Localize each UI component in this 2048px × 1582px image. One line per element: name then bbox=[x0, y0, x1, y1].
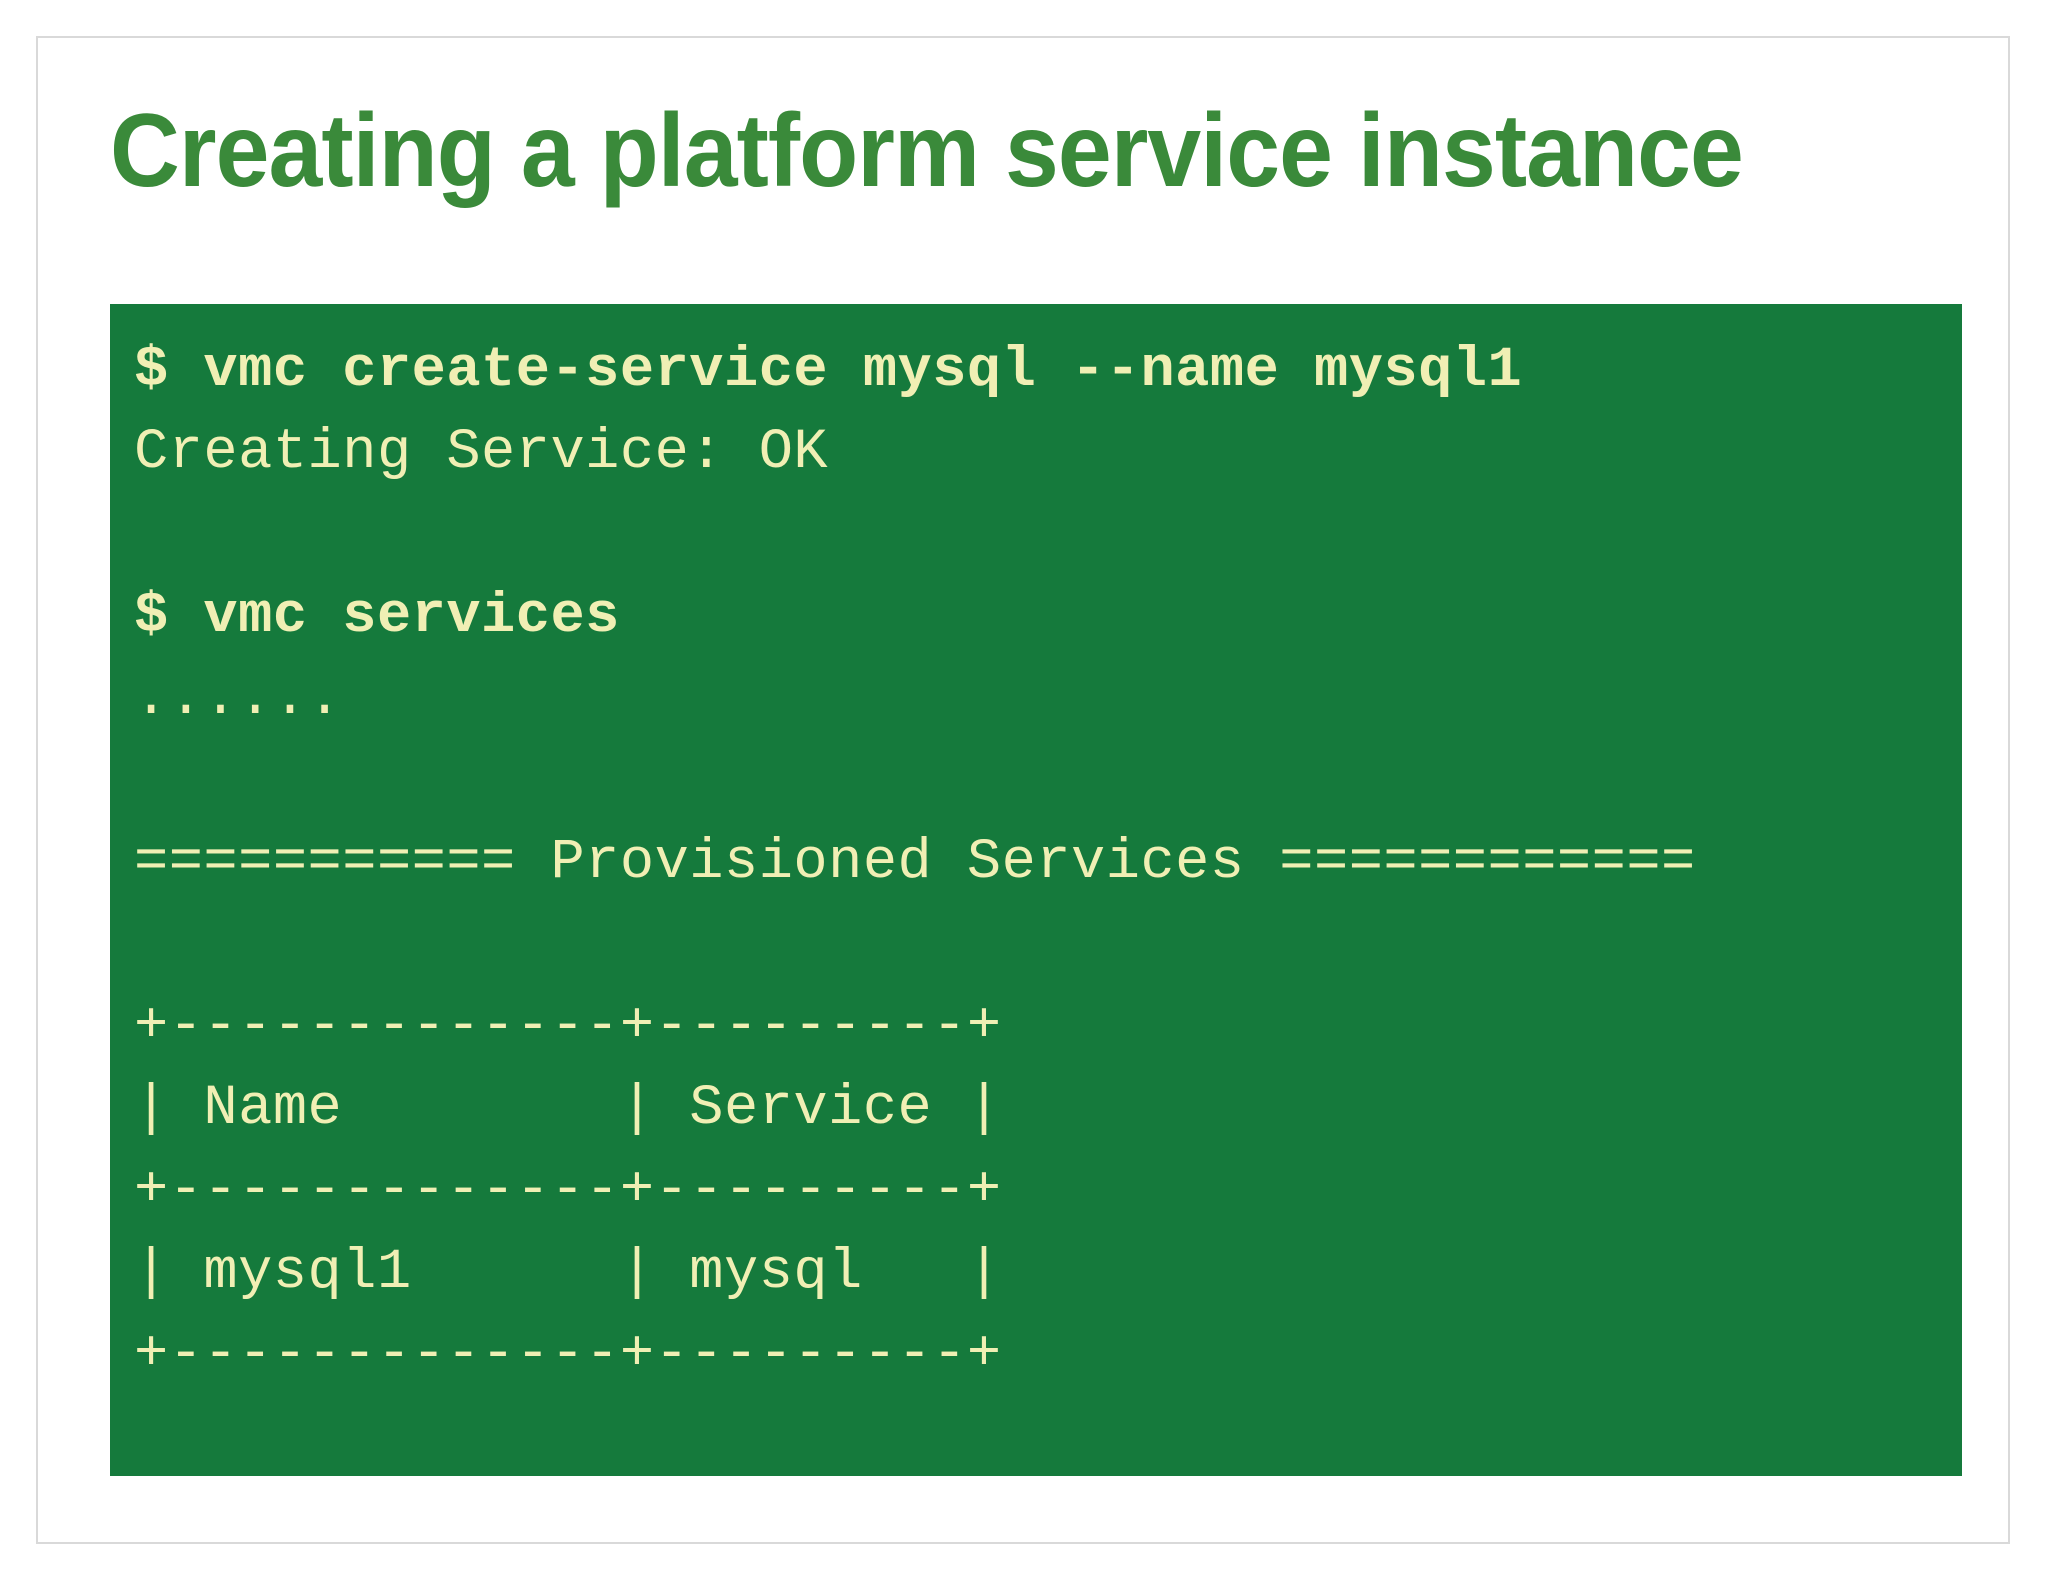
page-title: Creating a platform service instance bbox=[110, 93, 1744, 209]
terminal-line-output-creating-service: Creating Service: OK bbox=[134, 421, 829, 485]
terminal-line-blank-2 bbox=[134, 740, 1962, 822]
terminal-line-table-header-row: | Name | Service | bbox=[134, 1077, 1002, 1141]
terminal-line-table-rule-top: +-------------+---------+ bbox=[134, 995, 1002, 1059]
terminal-line-blank-3 bbox=[134, 904, 1962, 986]
slide-canvas: Creating a platform service instance $ v… bbox=[36, 36, 2010, 1544]
terminal-line-provisioned-services-banner: =========== Provisioned Services =======… bbox=[134, 831, 1696, 895]
terminal-line-cmd-services: $ vmc services bbox=[134, 585, 620, 649]
terminal-line-table-rule-bottom: +-------------+---------+ bbox=[134, 1323, 1002, 1387]
terminal-line-output-ellipsis: ...... bbox=[134, 667, 343, 731]
terminal-line-blank-1 bbox=[134, 494, 1962, 576]
terminal-line-cmd-create-service: $ vmc create-service mysql --name mysql1 bbox=[134, 339, 1523, 403]
terminal-output-block: $ vmc create-service mysql --name mysql1… bbox=[110, 304, 1962, 1476]
terminal-line-table-rule-middle: +-------------+---------+ bbox=[134, 1159, 1002, 1223]
terminal-line-table-data-row: | mysql1 | mysql | bbox=[134, 1241, 1002, 1305]
